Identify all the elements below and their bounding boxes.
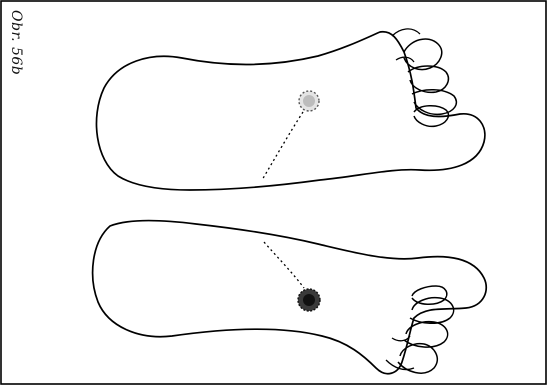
foot-top-toe-big xyxy=(404,39,442,70)
foot-top-reflex-core xyxy=(303,95,315,107)
foot-top xyxy=(96,29,484,190)
foot-bottom-toe-2 xyxy=(404,322,448,347)
foot-bottom-sole-outline xyxy=(93,221,487,374)
foot-bottom-toe-4 xyxy=(412,286,447,304)
figure-caption: Obr. 56b xyxy=(8,10,24,75)
connector-line xyxy=(262,112,304,288)
foot-bottom xyxy=(93,221,487,374)
foot-bottom-reflex-core xyxy=(303,294,315,306)
foot-top-sole-outline xyxy=(96,32,484,190)
foot-top-toe-nail xyxy=(392,29,420,62)
